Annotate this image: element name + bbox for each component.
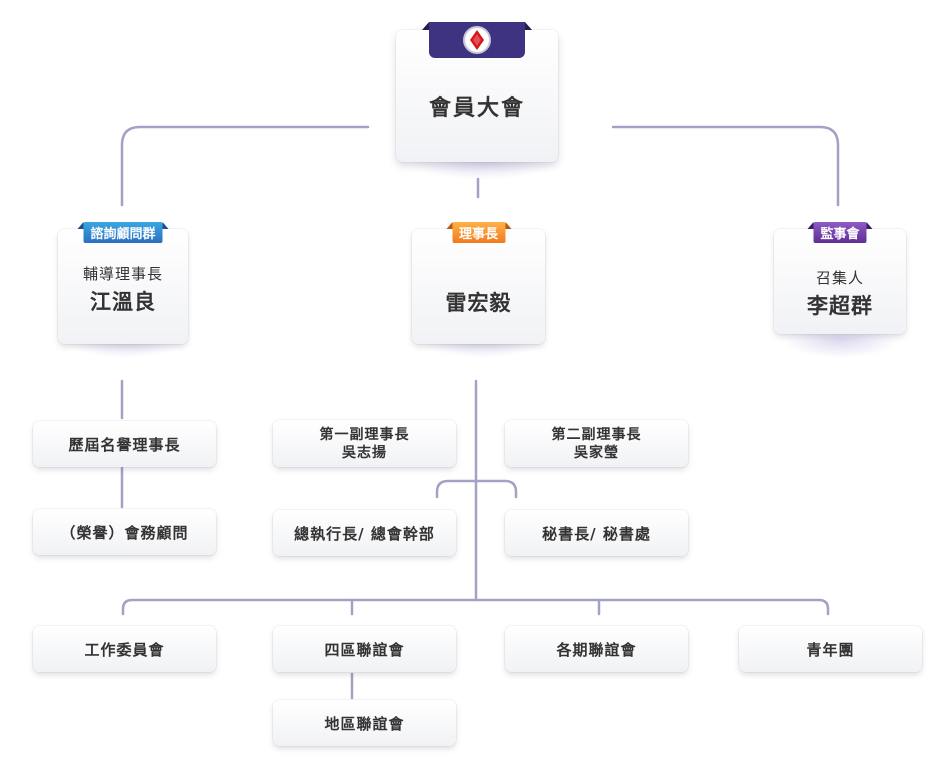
assembly-card[interactable]: 會員大會 [396, 22, 558, 162]
logo-emblem-icon [463, 26, 491, 54]
executive-card[interactable]: 總執行長/ 總會幹部 [273, 510, 456, 556]
supervisors-name: 李超群 [807, 294, 873, 318]
regional-label: 地區聯誼會 [324, 714, 405, 733]
second-vice-chair-name: 吳家瑩 [574, 444, 619, 461]
honorary-advisors-label: （榮譽）會務顧問 [60, 523, 189, 542]
four-district-card[interactable]: 四區聯誼會 [273, 626, 456, 672]
executive-label: 總執行長/ 總會幹部 [294, 524, 435, 543]
advisors-name: 江溫良 [90, 290, 156, 314]
first-vice-chair-title: 第一副理事長 [319, 426, 410, 443]
advisors-role: 輔導理事長 [82, 265, 163, 283]
supervisors-tag: 監事會 [807, 222, 873, 243]
advisors-card[interactable]: 諮詢顧問群 輔導理事長 江溫良 [58, 222, 188, 344]
honorary-advisors-card[interactable]: （榮譽）會務顧問 [33, 509, 216, 555]
secretary-card[interactable]: 秘書長/ 秘書處 [505, 510, 688, 556]
regional-card[interactable]: 地區聯誼會 [273, 700, 456, 746]
logo-tab [422, 22, 532, 58]
chairman-tag-label: 理事長 [458, 227, 499, 242]
work-committee-label: 工作委員會 [84, 640, 165, 659]
youth-card[interactable]: 青年團 [739, 626, 922, 672]
chairman-tag: 理事長 [445, 222, 512, 243]
four-district-label: 四區聯誼會 [324, 640, 405, 659]
youth-label: 青年團 [806, 640, 855, 659]
advisors-tag: 諮詢顧問群 [77, 222, 169, 243]
secretary-label: 秘書長/ 秘書處 [542, 524, 651, 543]
work-committee-card[interactable]: 工作委員會 [33, 626, 216, 672]
supervisors-card[interactable]: 監事會 召集人 李超群 [774, 222, 906, 334]
first-vice-chair-name: 吳志揚 [342, 444, 387, 461]
first-vice-chair-card[interactable]: 第一副理事長 吳志揚 [273, 420, 456, 467]
supervisors-role: 召集人 [815, 269, 864, 287]
advisors-tag-label: 諮詢顧問群 [90, 227, 156, 242]
assembly-title: 會員大會 [428, 96, 525, 121]
second-vice-chair-card[interactable]: 第二副理事長 吳家瑩 [505, 420, 688, 467]
honorary-chairmen-card[interactable]: 歷屆名譽理事長 [33, 421, 216, 467]
second-vice-chair-title: 第二副理事長 [551, 426, 642, 443]
chairman-card[interactable]: 理事長 雷宏毅 [412, 222, 545, 344]
periodic-card[interactable]: 各期聯誼會 [505, 626, 688, 672]
honorary-chairmen-label: 歷屆名譽理事長 [68, 435, 181, 454]
chairman-name: 雷宏毅 [445, 291, 512, 315]
supervisors-tag-label: 監事會 [820, 227, 860, 242]
periodic-label: 各期聯誼會 [556, 640, 637, 659]
